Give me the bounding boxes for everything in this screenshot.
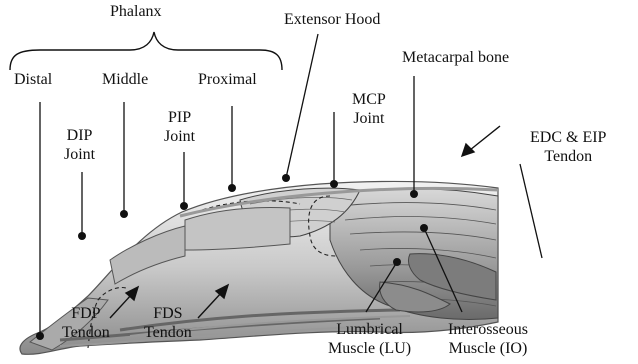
label-interosseous-muscle: Interosseous Muscle (IO) — [448, 320, 528, 358]
label-fds-tendon: FDS Tendon — [144, 304, 192, 342]
label-fdp-tendon: FDP Tendon — [62, 304, 110, 342]
label-extensor-hood: Extensor Hood — [284, 10, 380, 29]
label-phalanx: Phalanx — [110, 2, 162, 21]
label-proximal: Proximal — [198, 70, 257, 89]
label-middle: Middle — [102, 70, 148, 89]
label-dip-joint: DIP Joint — [64, 126, 95, 164]
label-mcp-joint: MCP Joint — [352, 90, 386, 128]
label-metacarpal-bone: Metacarpal bone — [402, 48, 509, 67]
label-lumbrical-muscle: Lumbrical Muscle (LU) — [328, 320, 411, 358]
label-distal: Distal — [14, 70, 52, 89]
phalanx-bracket — [10, 32, 282, 70]
label-pip-joint: PIP Joint — [164, 108, 195, 146]
label-edc-eip-tendon: EDC & EIP Tendon — [530, 128, 606, 166]
